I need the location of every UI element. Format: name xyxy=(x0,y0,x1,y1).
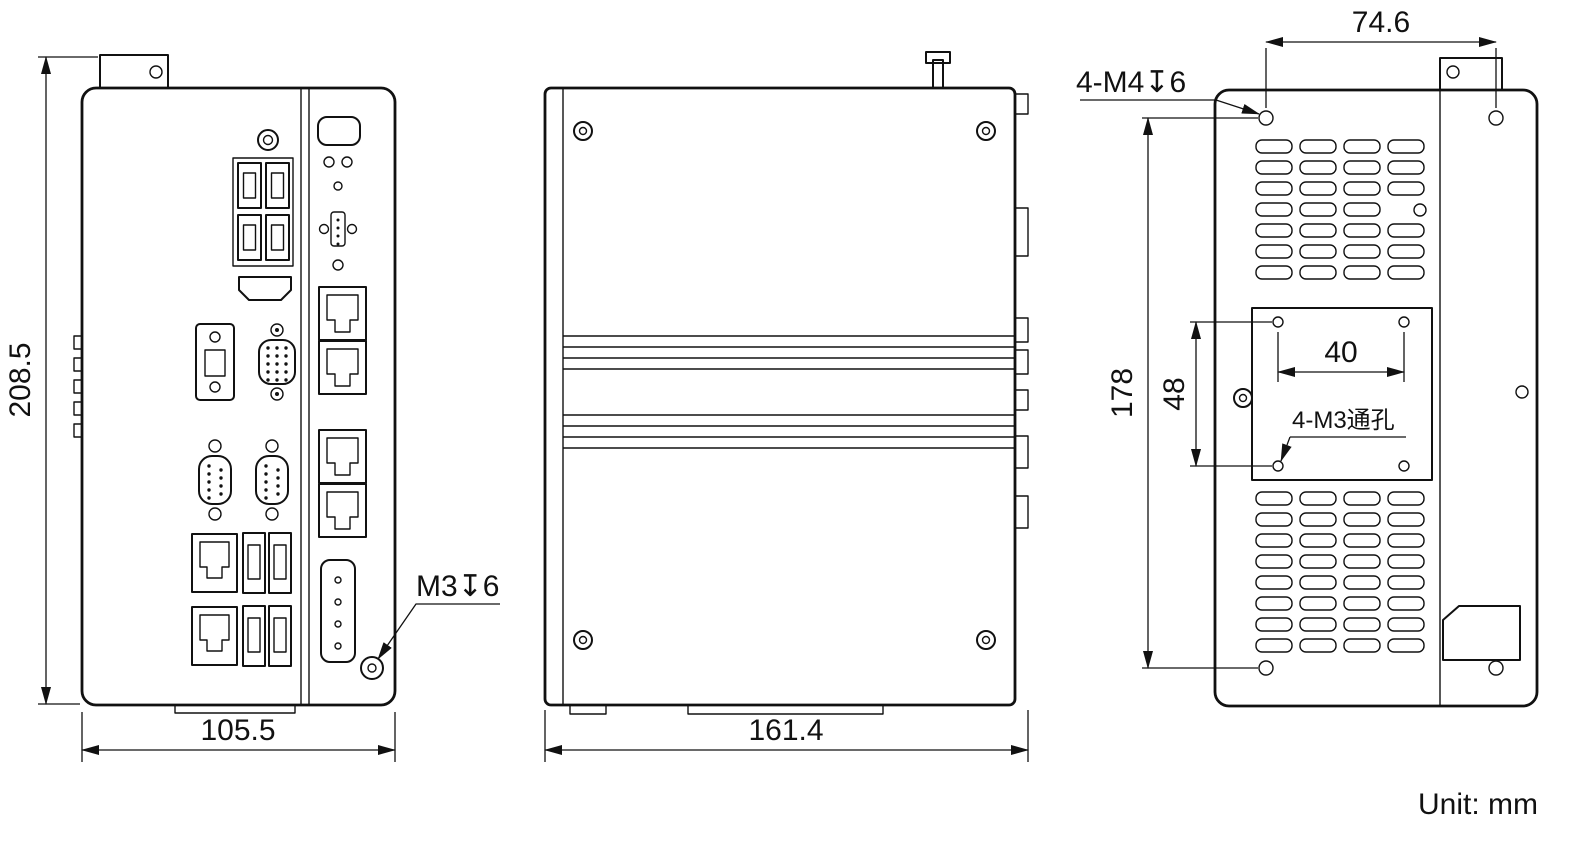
front-ports xyxy=(191,116,384,680)
mounting-plate xyxy=(1233,307,1433,481)
dim-front-width: 105.5 xyxy=(81,712,396,762)
power-button xyxy=(317,116,361,146)
back-top-tab xyxy=(1439,57,1503,93)
dim-back-hole-span: 74.6 xyxy=(1265,6,1497,108)
side-body xyxy=(543,86,1017,707)
power-connector xyxy=(195,323,235,401)
dim-front-height: 208.5 xyxy=(4,56,98,705)
front-top-tab xyxy=(99,54,169,92)
usb-ports xyxy=(232,157,294,267)
front-foot xyxy=(174,704,296,714)
side-view: 161.4 xyxy=(543,51,1029,762)
lan-usb-combo-1 xyxy=(191,532,292,594)
corner-screws xyxy=(573,121,996,650)
side-strip-hole xyxy=(1515,385,1529,399)
note-m3: M3↧6 xyxy=(377,570,500,660)
side-feet xyxy=(569,704,884,715)
note-m4-label: 4-M4↧6 xyxy=(1076,66,1186,99)
ground-screw xyxy=(1233,388,1253,408)
back-body xyxy=(1213,88,1539,708)
dim-plate-height-label: 48 xyxy=(1158,377,1191,410)
serial-port-1 xyxy=(198,439,232,521)
side-top-step xyxy=(1014,93,1029,115)
front-outline xyxy=(73,54,397,714)
plate-hole-tr xyxy=(1398,316,1410,328)
unit-label: Unit: mm xyxy=(1418,788,1538,821)
plate-hole-br xyxy=(1398,460,1410,472)
dim-plate-width: 40 xyxy=(1277,332,1405,382)
front-top-tab-hole xyxy=(149,65,163,79)
antenna-mount xyxy=(925,51,951,89)
serial-port-2 xyxy=(255,439,289,521)
note-m3-through-label: 4-M3通孔 xyxy=(1292,407,1395,434)
dim-back-height-label: 178 xyxy=(1106,368,1139,418)
dim-back-hole-span-label: 74.6 xyxy=(1352,6,1410,39)
note-m3-through: 4-M3通孔 xyxy=(1280,407,1406,462)
note-m4: 4-M4↧6 xyxy=(1076,66,1260,115)
dim-back-height: 178 xyxy=(1106,117,1258,669)
hdmi-port xyxy=(238,276,292,301)
front-view: M3↧6 208.5 105.5 xyxy=(4,54,500,762)
note-m3-label: M3↧6 xyxy=(416,570,500,603)
back-view: 74.6 4-M4↧6 178 48 40 4-M3通孔 xyxy=(1076,6,1539,708)
dim-front-width-label: 105.5 xyxy=(200,714,275,747)
terminal-block xyxy=(320,559,356,663)
vga-port xyxy=(258,323,296,401)
ethernet-ports xyxy=(318,286,367,538)
screw-hole-top xyxy=(257,129,279,151)
indicator-leds xyxy=(323,156,353,191)
dim-side-width: 161.4 xyxy=(544,710,1029,762)
din-clips xyxy=(73,335,83,438)
label-plate xyxy=(1442,605,1521,661)
mount-screw-hole xyxy=(360,656,384,680)
back-top-tab-hole xyxy=(1446,65,1460,79)
side-connector-tabs xyxy=(1014,207,1029,529)
lan-usb-combo-2 xyxy=(191,605,292,667)
plate-hole-tl xyxy=(1272,316,1284,328)
vent-area-hole xyxy=(1413,203,1427,217)
dim-side-width-label: 161.4 xyxy=(748,714,823,747)
dim-front-height-label: 208.5 xyxy=(4,342,37,417)
aux-connector xyxy=(318,211,358,271)
heatsink-grooves xyxy=(563,335,1015,449)
dim-plate-height: 48 xyxy=(1158,321,1272,467)
plate-hole-bl xyxy=(1272,460,1284,472)
dim-plate-width-label: 40 xyxy=(1324,336,1357,369)
